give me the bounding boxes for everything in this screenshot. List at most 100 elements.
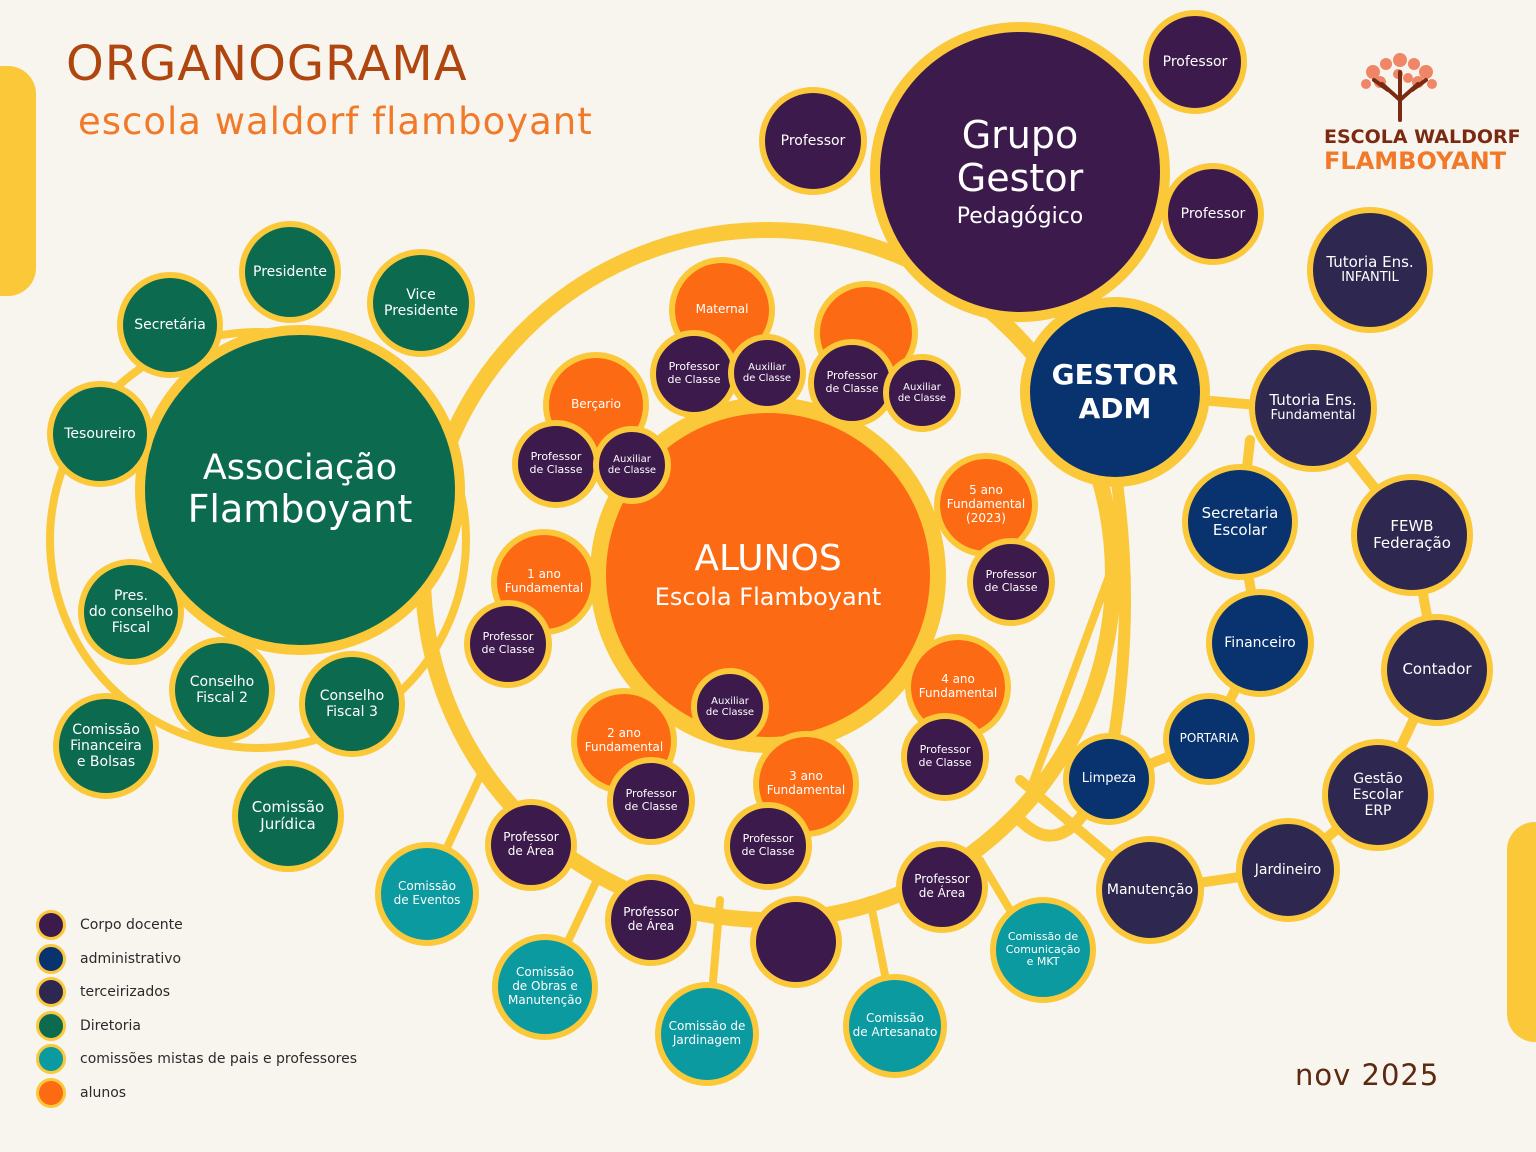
gestao-escolar-node: Gestão Escolar ERP [1322,739,1434,851]
node-label: PORTARIA [1179,731,1239,746]
node-label-group: PORTARIA [1179,731,1239,746]
node-label: 5 ano Fundamental (2023) [946,483,1026,525]
comissao-financeira-node: Comissão Financeira e Bolsas [53,693,159,799]
tutoria-infantil-node: Tutoria Ens.INFANTIL [1307,207,1433,333]
node-label-group: Comissão de Comunicação e MKT [1005,930,1081,969]
secretaria-node: Secretária [117,272,223,378]
node-label: Financeiro [1224,634,1296,651]
pres-conselho-fiscal-node: Pres. do conselho Fiscal [78,559,184,665]
professor-de-area-node: Professor de Área [485,799,577,891]
professor-de-area-node: Professor de Área [896,841,988,933]
node-label-group: GESTOR ADM [1052,358,1179,425]
node-label-line3: Pedagógico [956,204,1084,230]
portaria-node: PORTARIA [1163,693,1255,785]
professor-de-classe-node: Professor de Classe [901,713,989,801]
node-label-group: Professor [781,133,846,149]
legend-swatch [36,1044,66,1074]
logo-text-line2: FLAMBOYANT [1324,147,1507,175]
node-label: Gestão Escolar ERP [1352,770,1404,820]
node-label-group: Professor de Área [914,872,969,901]
node-label-group: Comissão Financeira e Bolsas [70,722,142,770]
node-label-group: Conselho Fiscal 3 [320,688,384,720]
gestor-adm-down-line [1026,556,1119,794]
node-label-group: Pres. do conselho Fiscal [89,588,173,636]
node-label-group: Professor de Classe [826,369,879,395]
node-label-group: Conselho Fiscal 2 [190,674,254,706]
legend-item-corpo-docente: Corpo docente [36,910,183,940]
node-label: Professor [780,132,846,149]
node-label: Comissão de Comunicação e MKT [1005,930,1081,969]
legend-label: terceirizados [80,984,171,1000]
node-label: Professor [1162,53,1228,70]
node-label: Vice Presidente [384,286,458,319]
node-label: Contador [1402,660,1472,679]
financeiro-node: Financeiro [1206,589,1314,697]
comissao-eventos-node: Comissão de Eventos [375,842,479,946]
node-label-line1: Tutoria Ens. [1269,390,1357,409]
node-label: Maternal [695,302,749,317]
secretaria-escolar-node: Secretaria Escolar [1182,464,1298,580]
comissao-jardinagem-node: Comissão de Jardinagem [655,982,759,1086]
professor-de-classe-node: Professor de Classe [650,330,738,418]
conselho-fiscal-2-node: Conselho Fiscal 2 [169,637,275,743]
node-label-group: Presidente [253,264,327,280]
node-label: Professor [1180,205,1246,222]
node-label: Auxiliar de Classe [705,695,755,719]
manutencao-node: Manutenção [1096,836,1204,944]
conselho-fiscal-3-node: Conselho Fiscal 3 [299,651,405,757]
node-label: Professor de Área [503,830,559,858]
node-label-group: Professor de Classe [742,832,795,858]
unlabeled-docente-node [750,896,842,988]
node-label-group: Comissão de Obras e Manutenção [508,965,582,1007]
node-label-group: Professor de Classe [985,568,1038,594]
node-label-group: Professor de Classe [624,787,678,813]
node-label: 3 ano Fundamental [766,769,846,797]
node-label-group: Auxiliar de Classe [898,382,946,405]
node-label: Professor de Classe [624,787,678,813]
node-label: Comissão de Jardinagem [668,1019,746,1047]
node-label-line2: INFANTIL [1341,270,1399,286]
node-label-group: 3 ano Fundamental [766,769,846,798]
node-label-group: Professor [1181,206,1246,222]
node-label: GESTOR ADM [1051,358,1179,425]
node-label-line2: Gestor [956,155,1084,200]
node-label-line1: Associação [202,448,398,489]
node-label-line2: Fundamental [1270,408,1356,424]
professor-de-classe-node: Professor de Classe [967,538,1055,626]
legend-item-terceirizados: terceirizados [36,977,170,1007]
limpeza-node: Limpeza [1063,733,1155,825]
node-label: Comissão de Obras e Manutenção [508,965,582,1007]
node-label-group: 4 ano Fundamental [918,672,998,701]
node-label-line1: Grupo [961,113,1079,158]
professor-de-classe-node: Professor de Classe [464,600,552,688]
node-label-group: Professor de Classe [919,743,972,769]
node-label-group: Professor de Classe [530,450,583,476]
professor-de-classe-node: Professor de Classe [724,802,812,890]
tutoria-fundamental-node: Tutoria Ens.Fundamental [1249,344,1377,472]
node-label-group: Auxiliar de Classe [608,454,656,477]
legend-item-diretoria: Diretoria [36,1011,141,1041]
node-label-group: 5 ano Fundamental (2023) [946,483,1026,525]
legend-label: Corpo docente [80,917,183,933]
node-label: Comissão de Eventos [393,879,461,907]
node-label: Auxiliar de Classe [607,453,657,477]
contador-node: Contador [1381,614,1493,726]
legend-swatch [36,944,66,974]
professor-de-classe-node: Professor de Classe [808,339,896,427]
node-label: 4 ano Fundamental [918,672,998,700]
node-label-group: Professor de Área [623,905,678,934]
node-label-group: Professor de Área [503,830,559,859]
auxiliar-de-classe-node: Auxiliar de Classe [728,334,806,412]
node-label-group: Professor de Classe [668,360,721,386]
professor-de-area-node: Professor de Área [605,874,697,966]
node-label-group: Tutoria Ens.Fundamental [1269,390,1357,424]
auxiliar-de-classe-node: Auxiliar de Classe [691,668,769,746]
node-label: Manutenção [1106,881,1194,898]
jardineiro-node: Jardineiro [1236,818,1340,922]
legend-swatch [36,1078,66,1108]
node-label-group: 2 ano Fundamental [585,726,664,755]
left-decor-tab [0,66,36,296]
node-label: Limpeza [1081,770,1137,786]
